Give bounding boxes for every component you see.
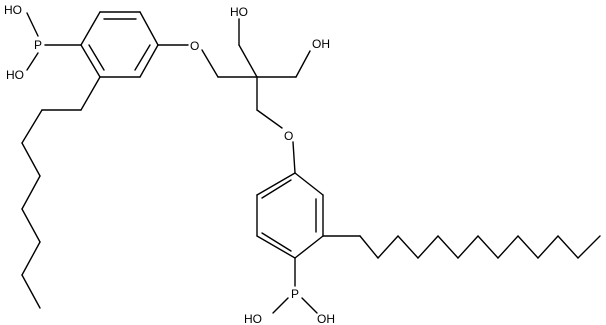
bond [80, 76, 101, 111]
atom-label-ho: HO [4, 3, 22, 17]
bond [80, 44, 101, 78]
bond [139, 11, 159, 46]
bond [294, 235, 324, 259]
bond [437, 235, 459, 259]
atom-label-o: O [284, 129, 293, 143]
bond [295, 50, 311, 78]
bond [397, 235, 419, 259]
aromatic-bond [134, 44, 151, 71]
bond [477, 235, 499, 259]
atom-label-oh: OH [317, 312, 335, 325]
bottom-aryl-ring [256, 172, 324, 259]
bond [21, 142, 41, 177]
bond [359, 235, 379, 259]
atom-label-ho: HO [6, 68, 24, 82]
bond [26, 12, 39, 37]
bond [256, 172, 296, 196]
bond [577, 235, 601, 259]
bottom-octyl-chain [322, 235, 601, 259]
bond [557, 235, 579, 259]
bond [256, 235, 296, 259]
bond [21, 175, 41, 210]
atom-label-oh: OH [312, 37, 330, 51]
bond [201, 49, 219, 78]
atom-label-p: P [291, 287, 299, 301]
bond [292, 141, 296, 174]
top-phosphinic-group: P HO HO [4, 3, 82, 82]
bond [21, 241, 41, 276]
bottom-phosphinic-group: P HO OH [244, 257, 335, 325]
top-ether-link: O [157, 39, 219, 78]
atom-label-p: P [34, 38, 42, 52]
atom-label-o: O [190, 39, 199, 53]
bond [537, 235, 559, 259]
bond [256, 109, 283, 129]
bond [272, 297, 289, 314]
bond [238, 44, 258, 78]
bond [417, 235, 439, 259]
bottom-ether-link: O [284, 129, 296, 174]
bond [80, 11, 101, 46]
central-pentaerythritol-core: HO OH [217, 5, 330, 129]
bond [139, 44, 159, 78]
aromatic-bond [261, 179, 292, 199]
bond [517, 235, 539, 259]
aromatic-bond [261, 232, 292, 252]
top-octyl-chain [21, 76, 101, 309]
top-aryl-ring [80, 11, 159, 78]
bond [301, 297, 318, 314]
bond [21, 109, 43, 144]
bond [497, 235, 519, 259]
aromatic-bond [88, 44, 105, 71]
bond [26, 52, 39, 71]
atom-label-ho: HO [230, 5, 248, 19]
bond [21, 208, 41, 243]
atom-label-ho: HO [244, 312, 262, 325]
bond [21, 274, 41, 309]
bond [294, 172, 324, 196]
bond [377, 235, 399, 259]
bond [457, 235, 479, 259]
